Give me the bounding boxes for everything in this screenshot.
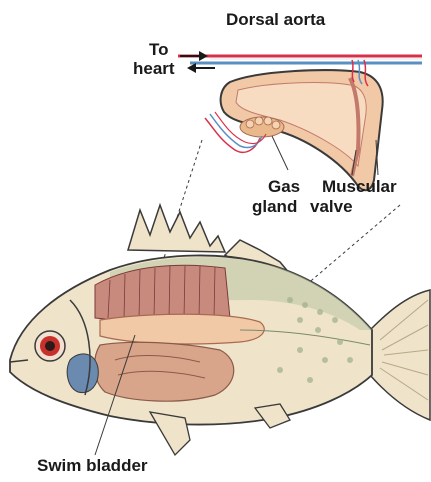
tail-fin <box>370 290 430 420</box>
label-gas: Gas <box>268 178 300 196</box>
label-valve: valve <box>310 198 353 216</box>
label-heart: heart <box>133 60 175 78</box>
label-gland: gland <box>252 198 297 216</box>
fish-illustration <box>10 205 430 455</box>
label-dorsal-aorta: Dorsal aorta <box>226 11 325 29</box>
label-to: To <box>149 41 169 59</box>
enlarged-swim-bladder <box>205 60 383 190</box>
dorsal-fin <box>128 205 225 252</box>
arrow-right-icon <box>180 51 208 61</box>
label-muscular: Muscular <box>322 178 397 196</box>
blood-vessels <box>178 56 422 63</box>
fish-eye <box>35 331 65 361</box>
label-swim-bladder: Swim bladder <box>37 457 148 475</box>
swim-bladder-organ <box>100 314 264 344</box>
